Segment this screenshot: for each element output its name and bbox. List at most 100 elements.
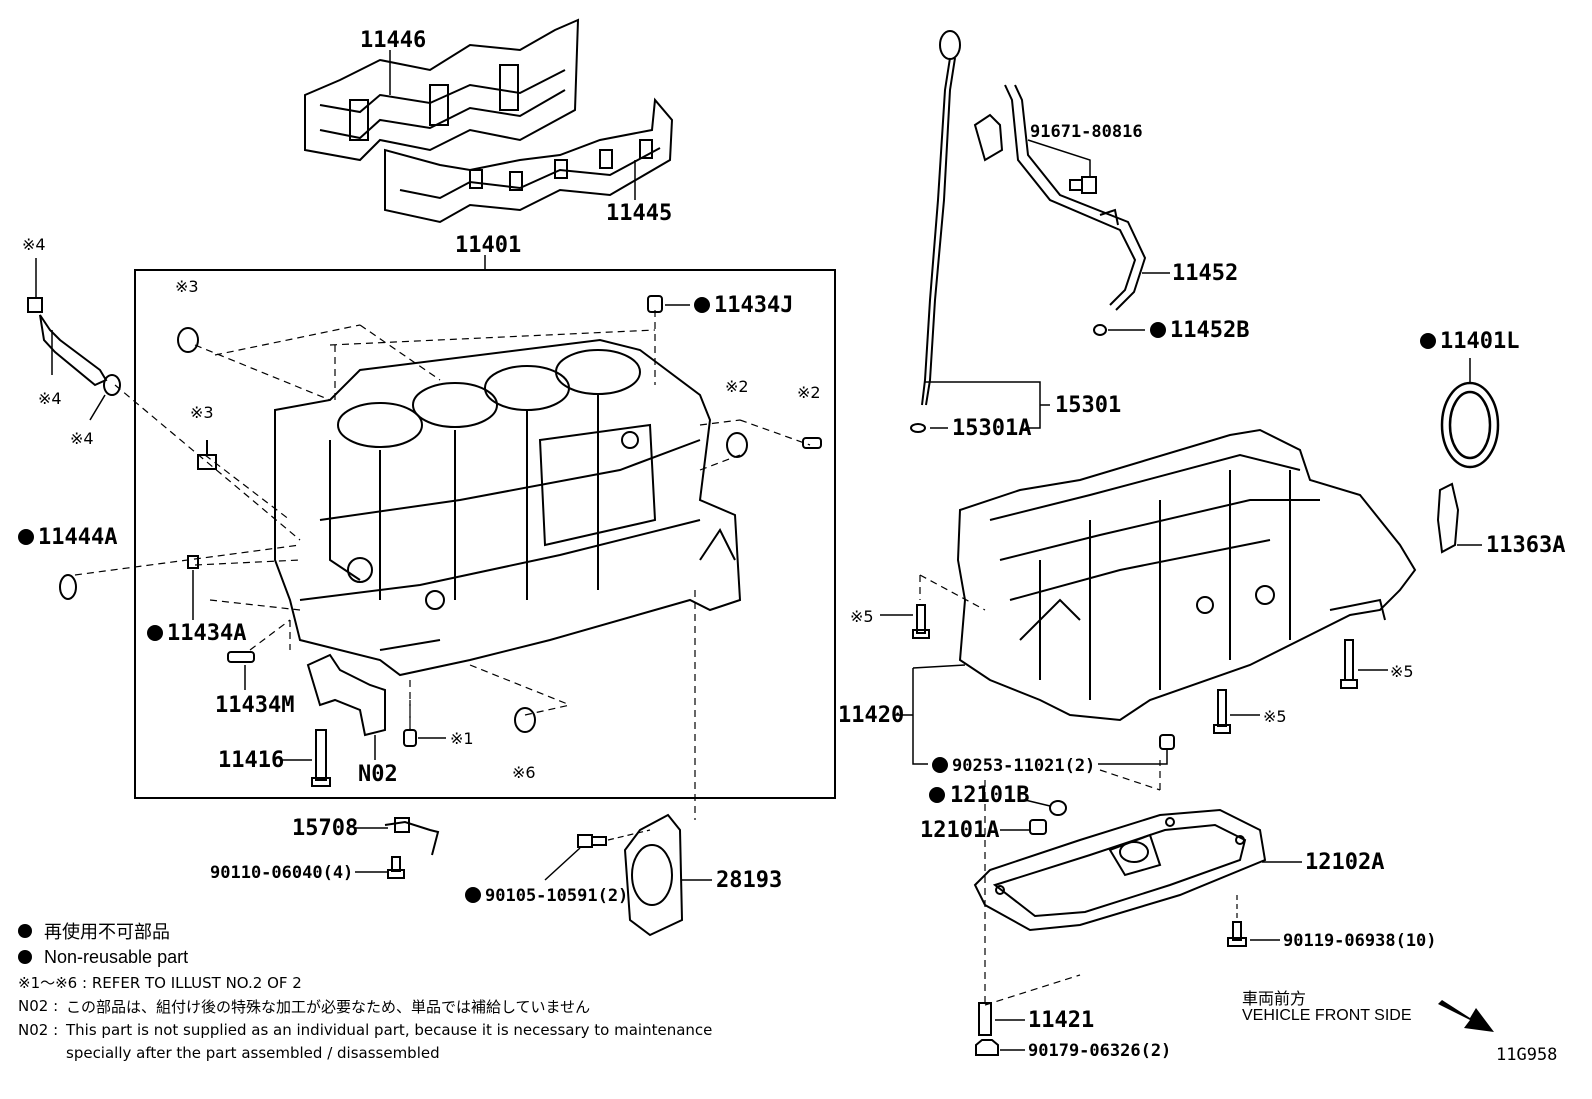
- plug-ref3: [177, 327, 199, 353]
- part-label-11445: 11445: [606, 201, 672, 226]
- non-reusable-dot: [694, 297, 710, 313]
- ref-mark-2: ※2: [725, 377, 749, 396]
- bolt-90119: [1227, 921, 1247, 947]
- oil-jet-assy-ref4: [27, 297, 121, 396]
- ref-mark-5b: ※5: [1390, 662, 1414, 681]
- non-reusable-dot: [465, 887, 481, 903]
- block-leader-lines: [74, 310, 811, 820]
- bolt-90110: [387, 856, 405, 879]
- part-label-N02: N02: [358, 762, 398, 787]
- o-ring-11452B: [1093, 324, 1107, 336]
- part-label-11452: 11452: [1172, 261, 1238, 286]
- oil-gauge-guide-11452: [973, 84, 1147, 311]
- bolt-11416: [311, 729, 331, 787]
- legend-non-reusable-jp: 再使用不可部品: [44, 922, 170, 942]
- non-reusable-dot: [929, 787, 945, 803]
- nut-90179: [975, 1039, 999, 1056]
- plug-ref2: [726, 432, 748, 458]
- ref-mark-5c: ※5: [1263, 707, 1287, 726]
- stud-11421: [978, 1002, 992, 1036]
- legend-non-reusable-en: Non-reusable part: [44, 946, 189, 967]
- non-reusable-dot-icon: [18, 950, 32, 964]
- part-label-11452B: 11452B: [1170, 318, 1249, 343]
- legend-n02-jp: この部品は、組付け後の特殊な加工が必要なため、単品では補給していません: [66, 997, 591, 1016]
- legend: 再使用不可部品 Non-reusable part ※1～※6 : REFER …: [18, 918, 918, 1064]
- drain-plug-12101A: [1029, 819, 1047, 835]
- ref-mark-2b: ※2: [797, 383, 821, 402]
- part-label-11444A: 11444A: [38, 525, 117, 550]
- ref-mark-3: ※3: [175, 277, 199, 296]
- front-direction-arrow-icon: [1438, 1000, 1494, 1032]
- pin-11434A: [187, 555, 199, 569]
- pin-11434M: [227, 651, 255, 663]
- part-label-90179: 90179-06326(2): [1028, 1041, 1171, 1061]
- bolt-ref5-left: [912, 604, 930, 639]
- non-reusable-dot: [1150, 322, 1166, 338]
- oil-level-gauge-15301: [921, 30, 961, 406]
- water-jacket-spacer-11445: [384, 97, 674, 224]
- part-label-90119: 90119-06938(10): [1283, 931, 1437, 951]
- part-label-11434J: 11434J: [714, 293, 793, 318]
- non-reusable-dot: [18, 529, 34, 545]
- non-reusable-dot: [932, 757, 948, 773]
- legend-refer-note: ※1～※6 : REFER TO ILLUST NO.2 OF 2: [18, 970, 918, 994]
- figure-id: 11G958: [1496, 1045, 1558, 1065]
- legend-n02-en-note: N02 : This part is not supplied as an in…: [18, 1018, 918, 1042]
- cylinder-block: [274, 338, 742, 677]
- pin-ref2: [802, 437, 822, 449]
- pin-ref1: [403, 729, 417, 747]
- part-label-90105: 90105-10591(2): [485, 886, 628, 906]
- plug-ref6: [514, 707, 536, 733]
- plug-90253: [1159, 734, 1175, 750]
- oil-filter-bracket-15708: [384, 817, 440, 856]
- ref-mark-6: ※6: [512, 763, 536, 782]
- legend-n02-label: N02 :: [18, 997, 59, 1015]
- part-label-15301A: 15301A: [952, 416, 1031, 441]
- legend-row-en: Non-reusable part: [18, 944, 918, 970]
- legend-refer-text: ※1～※6 : REFER TO ILLUST NO.2 OF 2: [18, 973, 302, 992]
- part-label-11434A: 11434A: [167, 621, 246, 646]
- oil-pan-12102A: [973, 808, 1267, 932]
- part-label-12101A: 12101A: [920, 818, 999, 843]
- ref-mark-4b: ※4: [38, 389, 62, 408]
- legend-n02-label: N02 :: [18, 1021, 59, 1039]
- legend-n02-en1: This part is not supplied as an individu…: [66, 1021, 713, 1039]
- bolt-90105: [577, 834, 607, 848]
- ref-mark-1: ※1: [450, 729, 474, 748]
- bolt-ref5-center: [1213, 689, 1231, 734]
- bolt-ref5-right: [1340, 639, 1358, 689]
- oil-seal-11401L: [1440, 381, 1500, 469]
- bearing-cap-N02: [306, 653, 386, 737]
- legend-n02-en2: specially after the part assembled / dis…: [66, 1044, 440, 1062]
- part-label-11401L: 11401L: [1440, 329, 1519, 354]
- cylinder-block-frame: [134, 269, 836, 799]
- crankcase-leader-lines: [919, 574, 1161, 1006]
- ref-mark-3b: ※3: [190, 403, 214, 422]
- non-reusable-dot: [147, 625, 163, 641]
- legend-n02-jp-note: N02 : この部品は、組付け後の特殊な加工が必要なため、単品では補給していませ…: [18, 994, 918, 1018]
- part-label-11420: 11420: [838, 703, 904, 728]
- ref-mark-4a: ※4: [22, 235, 46, 254]
- part-label-11421: 11421: [1028, 1008, 1094, 1033]
- part-label-11401: 11401: [455, 233, 521, 258]
- vehicle-front-jp: 車両前方: [1242, 991, 1307, 1008]
- bolt-91671: [1069, 176, 1097, 194]
- non-reusable-dot-icon: [18, 924, 32, 938]
- water-jacket-spacer-11446: [304, 18, 580, 162]
- part-label-28193: 28193: [716, 868, 782, 893]
- ref-mark-4c: ※4: [70, 429, 94, 448]
- part-label-90253: 90253-11021(2): [952, 756, 1095, 776]
- ref-mark-5a: ※5: [850, 607, 874, 626]
- plug-bolt-ref3: [197, 440, 217, 470]
- plug-11434J: [647, 295, 663, 313]
- vehicle-front-en: VEHICLE FRONT SIDE: [1242, 1007, 1412, 1024]
- non-reusable-dot: [1420, 333, 1436, 349]
- thrust-washer-11363A: [1436, 482, 1460, 554]
- legend-row-jp: 再使用不可部品: [18, 918, 918, 944]
- gasket-28193: [623, 813, 684, 937]
- part-label-15301: 15301: [1055, 393, 1121, 418]
- part-label-15708: 15708: [292, 816, 358, 841]
- part-label-12102A: 12102A: [1305, 850, 1384, 875]
- part-label-11434M: 11434M: [215, 693, 294, 718]
